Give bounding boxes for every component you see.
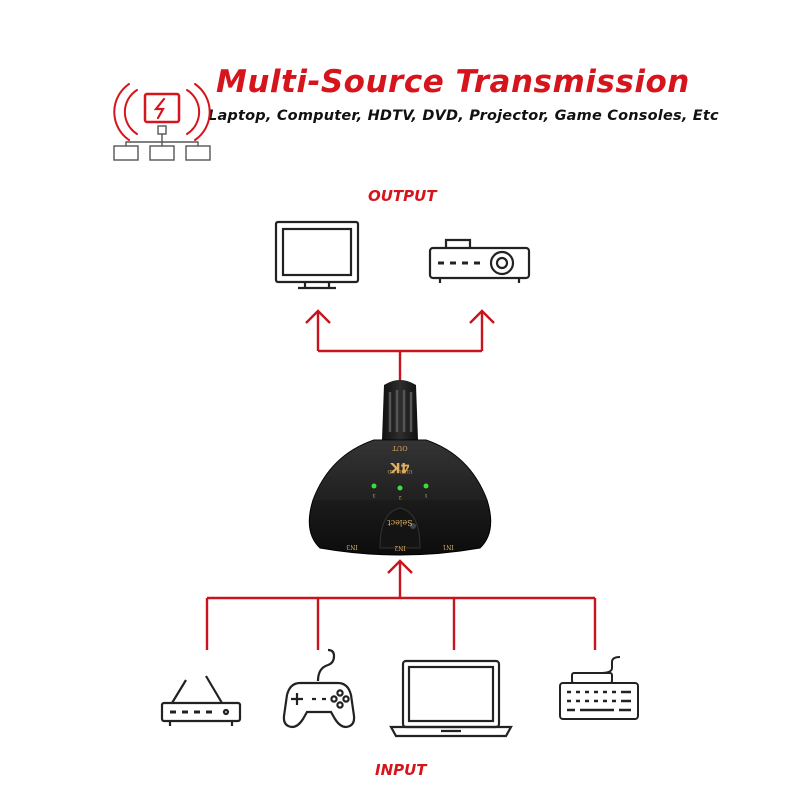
input-label: INPUT bbox=[375, 761, 427, 779]
led-1 bbox=[371, 483, 377, 489]
output-connectors bbox=[305, 309, 495, 380]
led-3 bbox=[423, 483, 429, 489]
hdmi-switch: OUT 4K ULTRA HD 1 2 3 Select IN1 IN2 IN3 bbox=[308, 380, 492, 556]
laptop-icon bbox=[389, 659, 513, 738]
multi-source-network-icon bbox=[113, 83, 211, 161]
port-in2: IN2 bbox=[394, 544, 406, 551]
led-2 bbox=[397, 485, 403, 491]
select-label: Select bbox=[387, 518, 413, 527]
output-label: OUTPUT bbox=[368, 187, 437, 205]
led-label-3: 3 bbox=[372, 492, 375, 498]
switch-cable bbox=[382, 380, 418, 440]
subtitle: Laptop, Computer, HDTV, DVD, Projector, … bbox=[208, 108, 719, 124]
select-button bbox=[379, 507, 421, 549]
title: Multi-Source Transmission bbox=[216, 64, 690, 100]
badge-ultra-hd: ULTRA HD bbox=[387, 468, 412, 474]
led-label-2: 2 bbox=[398, 494, 401, 500]
select-hole bbox=[410, 523, 416, 529]
badge-4k: 4K bbox=[390, 459, 410, 474]
port-in3: IN3 bbox=[346, 543, 358, 550]
gamepad-icon bbox=[282, 648, 356, 729]
keyboard-icon bbox=[559, 656, 639, 720]
projector-icon bbox=[428, 238, 531, 283]
monitor-icon bbox=[274, 220, 360, 290]
port-in1: IN1 bbox=[442, 543, 453, 550]
out-port-label: OUT bbox=[392, 444, 408, 452]
router-icon bbox=[160, 675, 242, 726]
switch-body bbox=[308, 439, 492, 556]
input-connectors bbox=[205, 559, 597, 650]
led-label-1: 1 bbox=[424, 492, 427, 498]
